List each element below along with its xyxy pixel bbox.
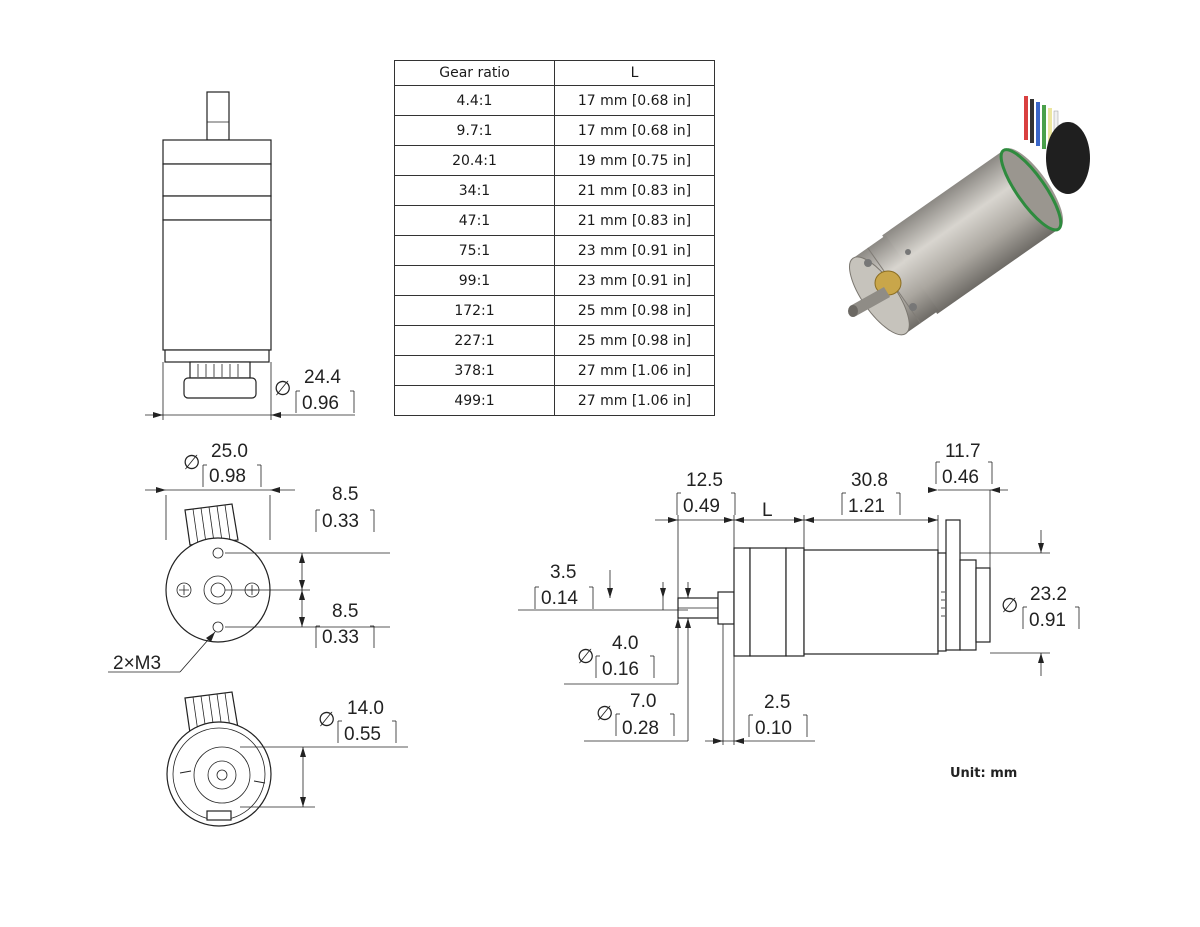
gear-ratio-cell: 47:1 bbox=[394, 205, 555, 236]
dim-30-8-in: 1.21 bbox=[848, 496, 885, 517]
length-cell: 21 mm [0.83 in] bbox=[554, 175, 715, 206]
length-cell: 27 mm [1.06 in] bbox=[554, 385, 715, 416]
diameter-symbol: ∅ bbox=[596, 701, 613, 725]
table-header-row: Gear ratio L bbox=[394, 60, 715, 86]
motor-3d-render bbox=[848, 96, 1090, 336]
length-cell: 25 mm [0.98 in] bbox=[554, 295, 715, 326]
length-cell: 17 mm [0.68 in] bbox=[554, 85, 715, 116]
dim-11-7-mm: 11.7 bbox=[945, 441, 981, 462]
dim-L-label: L bbox=[762, 500, 773, 521]
dim-24-4-in: 0.96 bbox=[302, 393, 339, 414]
dim-14-0-in: 0.55 bbox=[344, 724, 381, 745]
gear-ratio-cell: 499:1 bbox=[394, 385, 555, 416]
dim-7-0-in: 0.28 bbox=[622, 718, 659, 739]
length-cell: 21 mm [0.83 in] bbox=[554, 205, 715, 236]
rear-view: ∅ 14.0 0.55 bbox=[166, 691, 408, 827]
dim-23-2-in: 0.91 bbox=[1029, 610, 1066, 631]
dim-2-5-in: 0.10 bbox=[755, 718, 792, 739]
dim-25-0-mm: 25.0 bbox=[211, 441, 248, 462]
column-header: Gear ratio bbox=[394, 60, 555, 86]
length-cell: 19 mm [0.75 in] bbox=[554, 145, 715, 176]
dim-4-0-mm: 4.0 bbox=[612, 633, 638, 654]
gear-ratio-cell: 9.7:1 bbox=[394, 115, 555, 146]
gear-ratio-cell: 34:1 bbox=[394, 175, 555, 206]
dim-12-5-in: 0.49 bbox=[683, 496, 720, 517]
dim-8-5-top-mm: 8.5 bbox=[332, 484, 358, 505]
gear-ratio-cell: 75:1 bbox=[394, 235, 555, 266]
dim-2-5-mm: 2.5 bbox=[764, 692, 790, 713]
gear-ratio-cell: 20.4:1 bbox=[394, 145, 555, 176]
side-view: ∅ 24.4 0.96 bbox=[145, 91, 355, 420]
dim-8-5-top-in: 0.33 bbox=[322, 511, 359, 532]
diameter-symbol: ∅ bbox=[1001, 593, 1018, 617]
unit-label: Unit: mm bbox=[950, 766, 1018, 781]
dim-8-5-bottom-in: 0.33 bbox=[322, 627, 359, 648]
diameter-symbol: ∅ bbox=[183, 450, 200, 474]
length-cell: 25 mm [0.98 in] bbox=[554, 325, 715, 356]
horizontal-side-view: 3.5 0.14 ∅ 4.0 0.16 ∅ 7.0 0.28 2.5 0.10 bbox=[518, 441, 1080, 745]
gear-ratio-cell: 172:1 bbox=[394, 295, 555, 326]
dim-7-0-mm: 7.0 bbox=[630, 691, 656, 712]
column-header: L bbox=[554, 60, 715, 86]
diameter-symbol: ∅ bbox=[274, 376, 291, 400]
dim-14-0-mm: 14.0 bbox=[347, 698, 384, 719]
dim-23-2-mm: 23.2 bbox=[1030, 584, 1067, 605]
dim-8-5-bottom-mm: 8.5 bbox=[332, 601, 358, 622]
gear-ratio-cell: 227:1 bbox=[394, 325, 555, 356]
dim-3-5-in: 0.14 bbox=[541, 588, 578, 609]
gear-ratio-cell: 4.4:1 bbox=[394, 85, 555, 116]
dim-30-8-mm: 30.8 bbox=[851, 470, 888, 491]
dim-4-0-in: 0.16 bbox=[602, 659, 639, 680]
screw-callout: 2×M3 bbox=[113, 653, 161, 674]
diameter-symbol: ∅ bbox=[318, 707, 335, 731]
gear-ratio-cell: 378:1 bbox=[394, 355, 555, 386]
length-cell: 27 mm [1.06 in] bbox=[554, 355, 715, 386]
dim-24-4-mm: 24.4 bbox=[304, 367, 341, 388]
diameter-symbol: ∅ bbox=[577, 644, 594, 668]
gear-ratio-cell: 99:1 bbox=[394, 265, 555, 296]
dim-12-5-mm: 12.5 bbox=[686, 470, 723, 491]
dim-3-5-mm: 3.5 bbox=[550, 562, 576, 583]
length-cell: 23 mm [0.91 in] bbox=[554, 235, 715, 266]
front-view: ∅ 25.0 0.98 8.5 0.33 8.5 0.33 2×M3 bbox=[108, 441, 390, 674]
dim-11-7-in: 0.46 bbox=[942, 467, 979, 488]
length-cell: 17 mm [0.68 in] bbox=[554, 115, 715, 146]
length-cell: 23 mm [0.91 in] bbox=[554, 265, 715, 296]
dim-25-0-in: 0.98 bbox=[209, 466, 246, 487]
